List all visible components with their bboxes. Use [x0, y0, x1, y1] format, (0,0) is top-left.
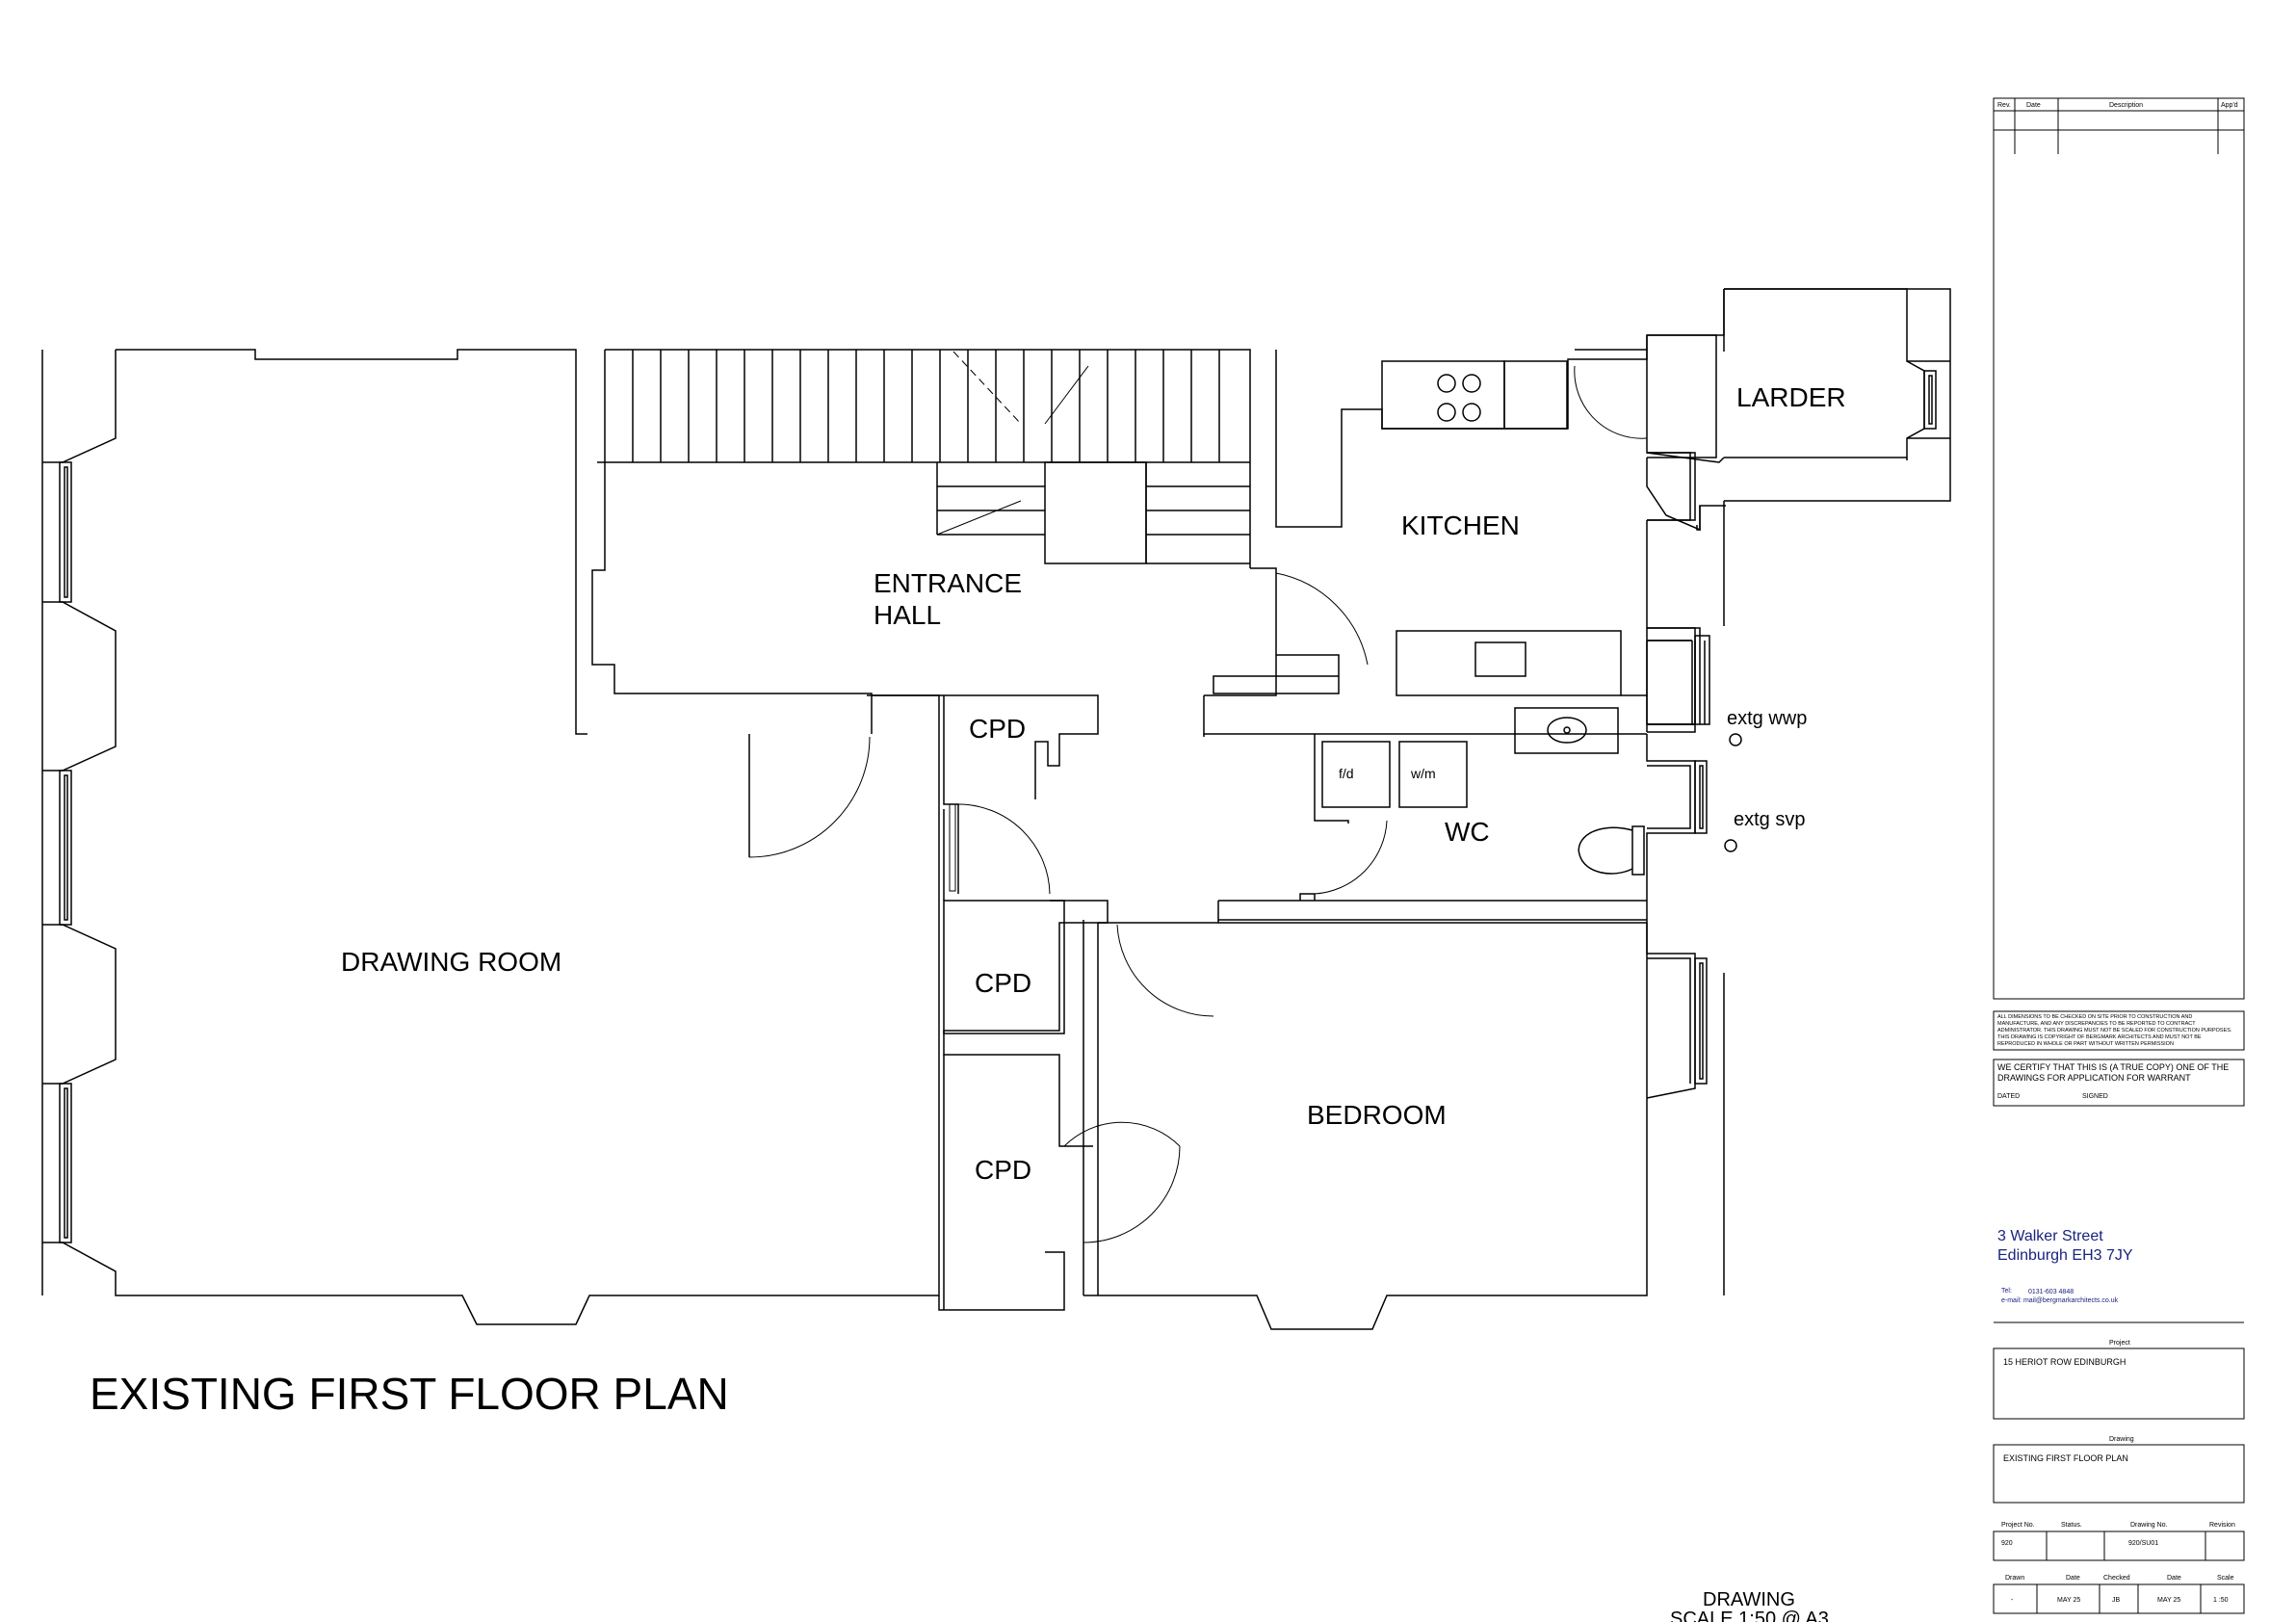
disclaimer-line-5: REPRODUCED IN WHOLE OR PART WITHOUT WRIT…: [1997, 1041, 2174, 1047]
drawn-value: -: [2011, 1597, 2014, 1604]
drawn-label: Drawn: [2005, 1575, 2024, 1582]
room-label-cpd-2: CPD: [975, 968, 1031, 998]
tel-value: 0131-603 4848: [2028, 1289, 2074, 1295]
drawing-label: Drawing: [2109, 1436, 2134, 1443]
project-no-value: 920: [2001, 1540, 2013, 1547]
checked-label: Checked: [2103, 1575, 2130, 1582]
kitchen-walls: [1275, 288, 1950, 532]
bedroom-walls: [1098, 920, 1708, 1099]
dated-label: DATED: [1997, 1093, 2020, 1100]
date2-label: Date: [2167, 1575, 2181, 1582]
signed-label: SIGNED: [2082, 1093, 2108, 1100]
drawing-value: EXISTING FIRST FLOOR PLAN: [2003, 1453, 2128, 1463]
title-block: [1993, 97, 2245, 1614]
disclaimer-line-4: THIS DRAWING IS COPYRIGHT OF BERGMARK AR…: [1997, 1034, 2202, 1040]
date-label: Date: [2066, 1575, 2080, 1582]
drawing-no-value: 920/SU01: [2128, 1540, 2158, 1547]
plan-title: EXISTING FIRST FLOOR PLAN: [90, 1369, 729, 1419]
disclaimer-line-3: ADMINISTRATOR. THIS DRAWING MUST NOT BE …: [1997, 1028, 2232, 1033]
fixture-label-wm: w/m: [1410, 766, 1436, 781]
wc-walls: [1203, 707, 1708, 1098]
disclaimer-line-2: MANUFACTURE, AND ANY DISCREPANCIES TO BE…: [1997, 1021, 2196, 1027]
rev-header-description: Description: [2109, 102, 2143, 109]
room-label-larder: LARDER: [1736, 382, 1846, 412]
room-label-wc: WC: [1445, 817, 1490, 847]
entrance-hall-walls: [591, 462, 1647, 1295]
staircase: [597, 349, 1251, 568]
kitchen-lower-walls: [1213, 520, 1710, 733]
room-label-entrance-hall-2: HALL: [874, 600, 941, 630]
room-label-kitchen: KITCHEN: [1401, 510, 1520, 540]
scale-value: 1 :50: [2213, 1597, 2229, 1604]
email-value: e-mail: mail@bergmarkarchitects.co.uk: [2001, 1297, 2119, 1304]
scale-label: Scale: [2217, 1575, 2234, 1582]
title-block-text: Rev. Date Description App'd ALL DIMENSIO…: [1997, 102, 2238, 1604]
project-no-label: Project No.: [2001, 1522, 2035, 1529]
revision-label: Revision: [2209, 1522, 2235, 1529]
address-line-1: 3 Walker Street: [1997, 1228, 2103, 1244]
room-labels: DRAWING ROOM ENTRANCE HALL KITCHEN LARDE…: [341, 382, 1846, 1185]
rev-header-date: Date: [2026, 102, 2041, 109]
project-value: 15 HERIOT ROW EDINBURGH: [2003, 1357, 2126, 1367]
scale-note-line2: SCALE 1:50 @ A3: [1670, 1609, 1829, 1622]
scale-note-line1: DRAWING: [1703, 1589, 1795, 1610]
certify-line-1: WE CERTIFY THAT THIS IS (A TRUE COPY) ON…: [1997, 1062, 2229, 1072]
date-value: MAY 25: [2057, 1597, 2080, 1604]
certify-line-2: DRAWINGS FOR APPLICATION FOR WARRANT: [1997, 1073, 2191, 1083]
room-label-cpd-3: CPD: [975, 1155, 1031, 1185]
room-label-bedroom: BEDROOM: [1307, 1100, 1447, 1130]
status-label: Status.: [2061, 1522, 2082, 1529]
project-label: Project: [2109, 1340, 2130, 1347]
address-line-2: Edinburgh EH3 7JY: [1997, 1247, 2133, 1264]
windows: [59, 461, 72, 1243]
rev-header-appd: App'd: [2221, 102, 2238, 109]
wwp-pipe-icon: [1729, 733, 1742, 746]
room-label-entrance-hall: ENTRANCE: [874, 568, 1022, 598]
fixture-label-svp: extg svp: [1734, 809, 1805, 830]
checked-value: JB: [2112, 1597, 2121, 1604]
door-swings: [748, 365, 1648, 1243]
tel-label: Tel:: [2001, 1288, 2012, 1295]
room-label-cpd-1: CPD: [969, 714, 1026, 744]
drawing-no-label: Drawing No.: [2130, 1522, 2168, 1529]
svp-pipe-icon: [1724, 839, 1737, 852]
date2-value: MAY 25: [2157, 1597, 2180, 1604]
room-label-drawing-room: DRAWING ROOM: [341, 947, 561, 977]
external-walls: [41, 288, 1951, 1330]
disclaimer-line-1: ALL DIMENSIONS TO BE CHECKED ON SITE PRI…: [1997, 1014, 2192, 1020]
rev-header-rev: Rev.: [1997, 102, 2011, 109]
fixture-label-wwp: extg wwp: [1727, 708, 1807, 729]
fixture-label-fd: f/d: [1339, 766, 1354, 781]
hob-icon: [1437, 374, 1481, 422]
cupboards: [943, 695, 1065, 1310]
